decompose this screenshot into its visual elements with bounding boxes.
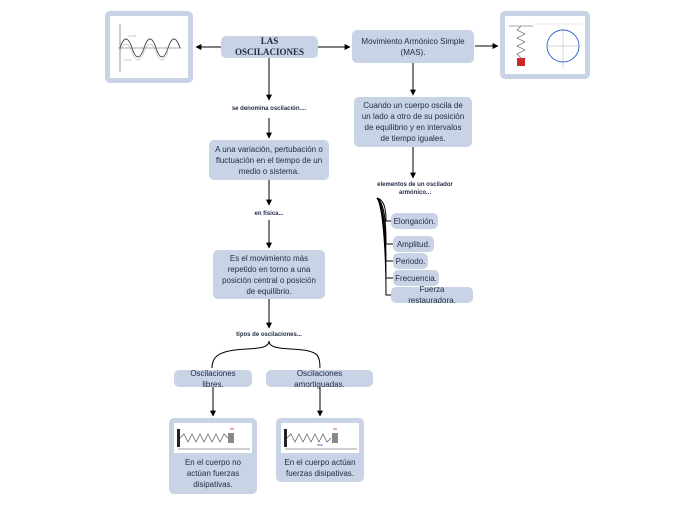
element-item[interactable]: Frecuencia. xyxy=(393,270,439,286)
spring-graphic xyxy=(177,428,250,450)
mas-node[interactable]: Movimiento Armónico Simple (MAS). xyxy=(352,30,474,63)
element-label: Elongación. xyxy=(393,216,436,226)
elements-label: elementos de un oscilador armónico... xyxy=(377,182,453,196)
physics-text: Es el movimiento más repetido en torno a… xyxy=(222,253,316,296)
element-item[interactable]: Periodo. xyxy=(393,253,428,269)
physics-node[interactable]: Es el movimiento más repetido en torno a… xyxy=(213,250,325,299)
element-item[interactable]: Fuerza restauradora. xyxy=(391,285,473,305)
damped-oscillations-label: Oscilaciones amortiguadas. xyxy=(294,368,345,389)
free-oscillation-card[interactable]: En el cuerpo no actúan fuerzas disipativ… xyxy=(169,418,257,494)
sine-wave-graphic xyxy=(118,24,182,72)
damped-spring-image xyxy=(281,423,359,453)
mas-definition-node[interactable]: Cuando un cuerpo oscila de un lado a otr… xyxy=(354,97,472,147)
free-oscillations-node[interactable]: Oscilaciones libres. xyxy=(174,368,252,389)
wave-graph-image xyxy=(105,11,193,83)
element-label: Amplitud. xyxy=(396,239,431,249)
damped-spring-graphic xyxy=(284,428,357,450)
element-label: Periodo. xyxy=(395,256,426,266)
element-item[interactable]: Amplitud. xyxy=(393,236,434,252)
damped-oscillations-node[interactable]: Oscilaciones amortiguadas. xyxy=(266,368,373,389)
damped-oscillation-text: En el cuerpo actúan fuerzas disipativas. xyxy=(284,458,356,478)
mas-definition-text: Cuando un cuerpo oscila de un lado a otr… xyxy=(361,101,465,143)
mas-label: Movimiento Armónico Simple (MAS). xyxy=(361,36,465,57)
spring-circle-graphic xyxy=(509,23,583,68)
fisica-label: en física... xyxy=(254,211,284,217)
spring-image xyxy=(174,423,252,453)
denomina-label: se denomina oscilación.... xyxy=(231,106,307,112)
damped-oscillation-card[interactable]: En el cuerpo actúan fuerzas disipativas. xyxy=(276,418,364,482)
tipos-label: tipos de oscilaciones... xyxy=(236,332,302,338)
element-item[interactable]: Elongación. xyxy=(391,213,438,229)
free-oscillation-text: En el cuerpo no actúan fuerzas disipativ… xyxy=(184,458,242,489)
free-oscillations-label: Oscilaciones libres. xyxy=(190,368,236,389)
definition-node[interactable]: A una variación, pertubación o fluctuaci… xyxy=(209,140,329,180)
definition-text: A una variación, pertubación o fluctuaci… xyxy=(215,144,323,176)
root-label: LAS OSCILACIONES xyxy=(234,36,305,57)
root-node[interactable]: LAS OSCILACIONES xyxy=(221,36,318,58)
spring-circle-image xyxy=(500,11,590,79)
element-label: Frecuencia. xyxy=(395,273,437,283)
element-label: Fuerza restauradora. xyxy=(408,285,456,305)
